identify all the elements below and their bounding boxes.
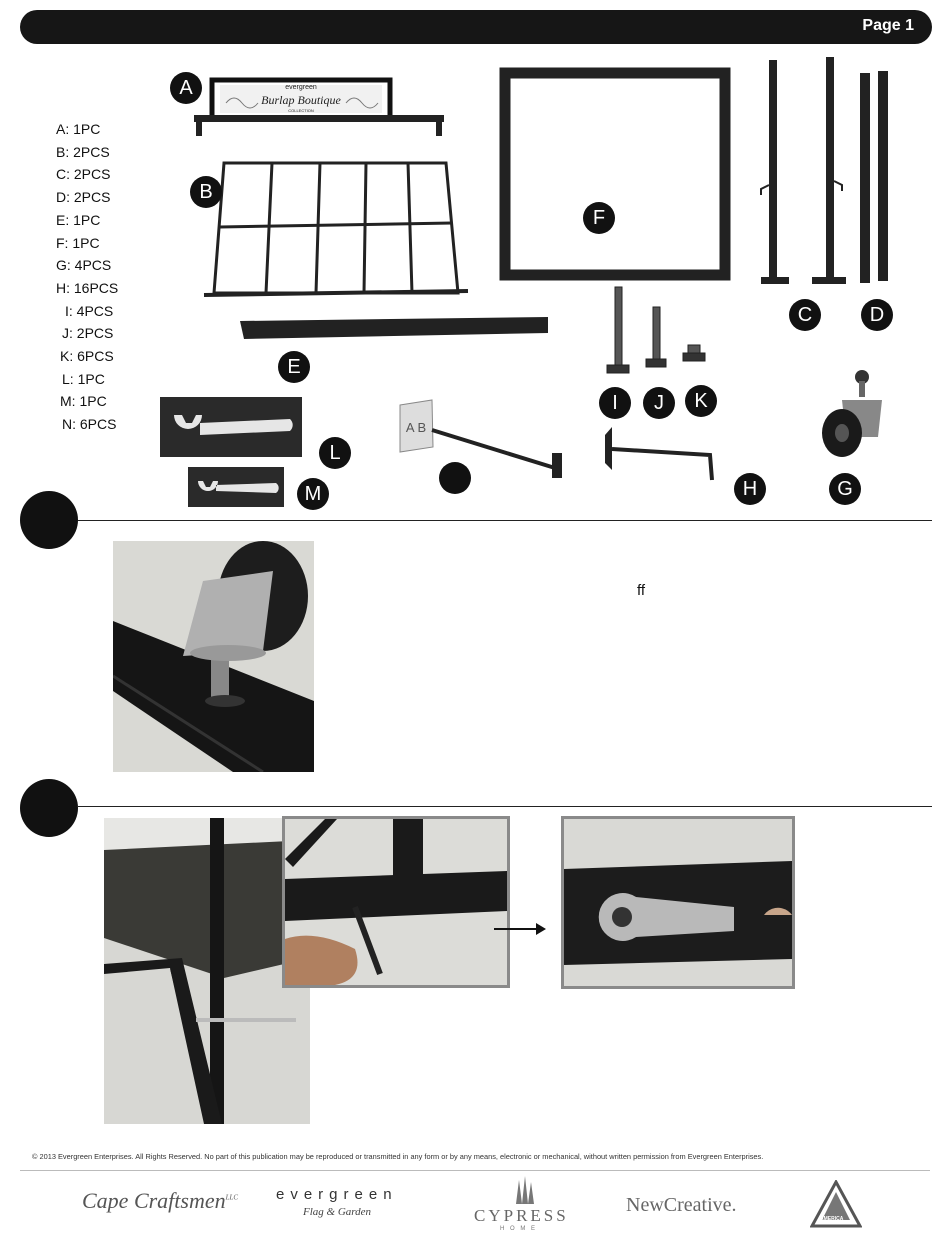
sign-subtitle: COLLECTION — [288, 108, 314, 113]
parts-list-item: G: 4PCS — [56, 257, 112, 274]
logo-cape-mark: LLC — [225, 1193, 239, 1202]
part-label-l: L — [319, 437, 351, 469]
parts-list-item: M: 1PC — [60, 393, 107, 410]
part-e-bar — [240, 317, 548, 339]
part-label-m: M — [297, 478, 329, 510]
step-2-photo-wrench — [561, 816, 795, 989]
page-number: Page 1 — [862, 17, 914, 34]
parts-list-item: B: 2PCS — [56, 143, 110, 160]
logo-cape-text: Cape Craftsmen — [82, 1188, 226, 1213]
parts-list-item: C: 2PCS — [56, 166, 111, 183]
part-label-h: H — [734, 473, 766, 505]
part-f-frame — [499, 67, 731, 281]
parts-list-item: D: 2PCS — [56, 189, 111, 206]
logo-cape-craftsmen: Cape CraftsmenLLC — [82, 1188, 238, 1214]
parts-list-item: H: 16PCS — [56, 279, 119, 296]
parts-list-item: F: 1PC — [56, 234, 100, 251]
step-1-note: ff — [637, 582, 646, 599]
part-label-j: J — [643, 387, 675, 419]
part-b-grid — [203, 161, 469, 297]
footer-divider — [20, 1170, 930, 1171]
parts-list-item: N: 6PCS — [62, 416, 117, 433]
part-a-sign: evergreen Burlap Boutique COLLECTION — [194, 77, 444, 136]
part-c-uprights — [760, 57, 846, 284]
part-n-plate: A B — [399, 399, 562, 478]
logo-evergreen: evergreen — [276, 1186, 398, 1203]
logo-america-text: AMERICA — [820, 1216, 844, 1222]
footer-copyright: © 2013 Evergreen Enterprises. All Rights… — [32, 1152, 764, 1161]
part-label-e: E — [278, 351, 310, 383]
part-ijk-bolts — [606, 286, 706, 374]
parts-list-item: I: 4PCS — [65, 302, 114, 319]
step-1-circle — [20, 491, 78, 549]
part-n-plate-text: A B — [406, 420, 426, 435]
step-1-photo — [113, 541, 314, 772]
step-2-divider — [78, 806, 932, 807]
logo-cypress: CYPRESS — [474, 1206, 569, 1225]
part-label-d: D — [861, 299, 893, 331]
logo-new-creative: NewCreative. — [626, 1194, 737, 1216]
step-2-photo-stand — [104, 818, 310, 1124]
part-g-caster — [822, 370, 882, 457]
logo-evergreen-sub: Flag & Garden — [303, 1206, 372, 1218]
part-label-n-badge — [439, 462, 471, 494]
part-label-f: F — [583, 202, 615, 234]
sign-title: Burlap Boutique — [261, 93, 341, 107]
parts-list-item: K: 6PCS — [60, 348, 114, 365]
parts-list-item: E: 1PC — [56, 211, 101, 228]
step-1-divider — [78, 520, 932, 521]
step-2-arrow — [494, 928, 538, 930]
step-2-arrow-head — [536, 923, 546, 935]
part-label-g: G — [829, 473, 861, 505]
parts-list-item: A: 1PC — [56, 121, 101, 137]
part-d-bars — [860, 71, 888, 283]
part-l-wrench — [160, 397, 302, 457]
parts-illustration: evergreen Burlap Boutique COLLECTION — [160, 57, 888, 507]
sign-brand: evergreen — [285, 84, 317, 91]
parts-list-item: L: 1PC — [62, 370, 105, 387]
part-label-i: I — [599, 387, 631, 419]
part-label-k: K — [685, 385, 717, 417]
part-h-hook — [605, 427, 714, 481]
part-label-b: B — [190, 176, 222, 208]
logo-cypress-sub: H O M E — [500, 1226, 538, 1232]
cypress-tree-icon — [516, 1176, 534, 1204]
parts-list: A: 1PC B: 2PCS C: 2PCS D: 2PCS E: 1PC F:… — [56, 118, 118, 436]
part-m-wrench — [188, 467, 284, 507]
step-2-circle — [20, 779, 78, 837]
step-2-photo-bolt — [282, 816, 510, 988]
header-bar — [20, 10, 932, 44]
logo-america-emblem — [810, 1180, 862, 1228]
parts-list-item: J: 2PCS — [62, 325, 114, 342]
part-label-a: A — [170, 72, 202, 104]
part-label-c: C — [789, 299, 821, 331]
